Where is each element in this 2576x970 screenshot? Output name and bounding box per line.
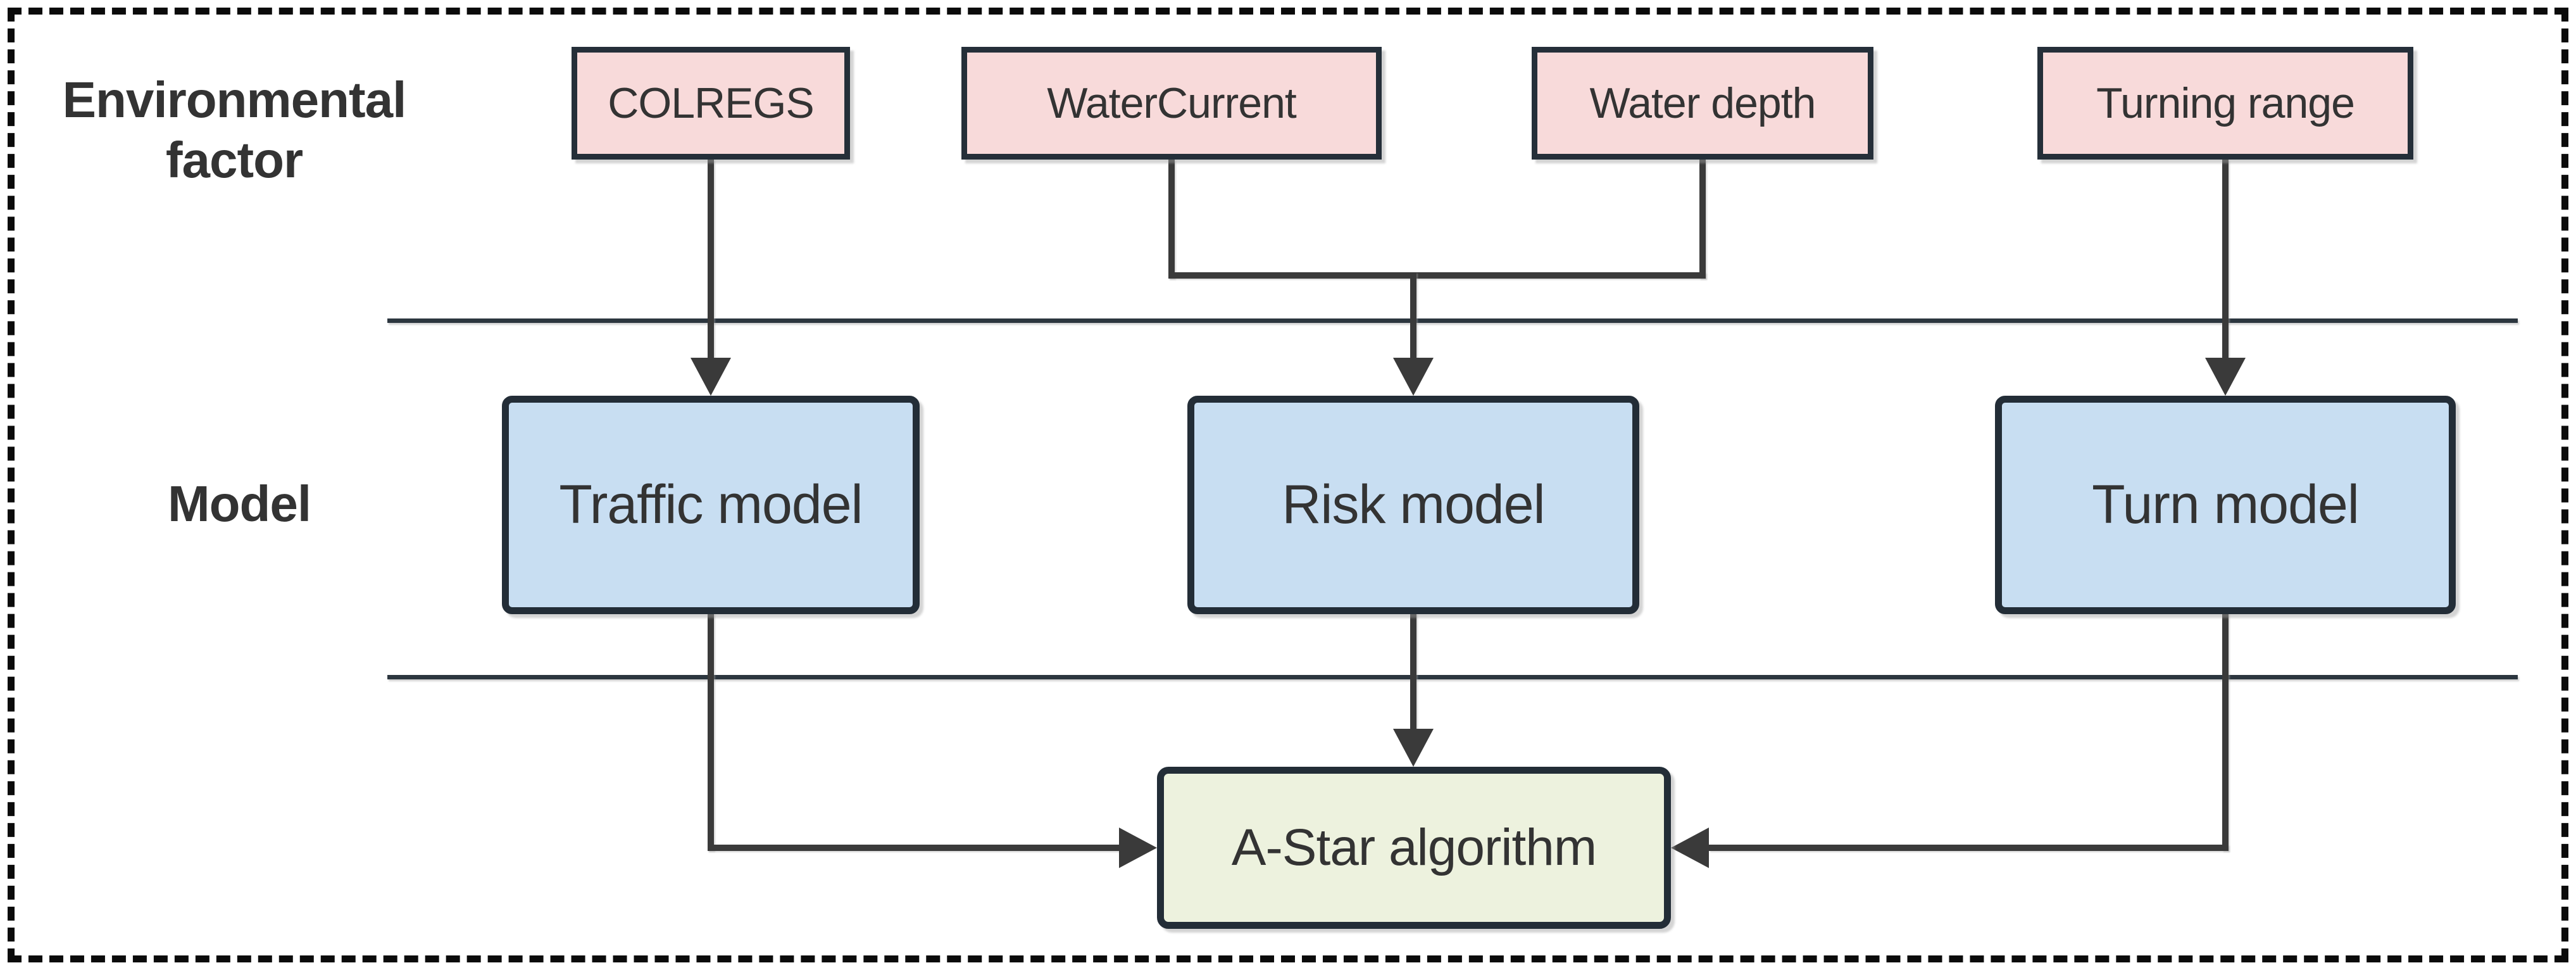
arrowhead-down-traffic-icon — [691, 358, 731, 396]
connector-join-horizontal — [1168, 272, 1706, 279]
connector-turn-drop — [2222, 613, 2229, 851]
connector-waterdepth-drop — [1699, 160, 1706, 279]
connector-join-to-risk — [1410, 272, 1416, 358]
environmental-factor-line1: Environmental — [62, 72, 407, 128]
model-box-risk: Risk model — [1187, 396, 1639, 614]
dashed-border-frame — [8, 8, 2568, 962]
connector-traffic-drop — [708, 613, 714, 851]
algorithm-box-astar: A-Star algorithm — [1157, 767, 1671, 929]
arrowhead-down-risk-icon — [1393, 358, 1434, 396]
factor-box-waterdepth: Water depth — [1532, 47, 1873, 160]
environmental-factor-line2: factor — [165, 132, 303, 188]
arrowhead-down-turn-icon — [2205, 358, 2246, 396]
model-box-turn: Turn model — [1995, 396, 2456, 614]
factor-box-colregs: COLREGS — [572, 47, 850, 160]
separator-line-top — [387, 318, 2518, 323]
connector-watercurrent-drop — [1168, 160, 1175, 279]
arrowhead-down-astar-icon — [1393, 729, 1434, 767]
connector-turningrange-to-turn — [2222, 160, 2229, 358]
factor-box-turningrange: Turning range — [2037, 47, 2413, 160]
connector-turn-horizontal — [1709, 845, 2229, 851]
row-label-environmental-factor: Environmental factor — [32, 70, 437, 190]
connector-risk-drop — [1410, 613, 1416, 729]
separator-line-bottom — [387, 675, 2518, 679]
arrowhead-right-astar-icon — [1119, 828, 1157, 868]
arrowhead-left-astar-icon — [1671, 828, 1709, 868]
connector-traffic-horizontal — [708, 845, 1119, 851]
connector-colregs-to-traffic — [708, 160, 714, 358]
row-label-model: Model — [167, 476, 311, 532]
model-box-traffic: Traffic model — [502, 396, 920, 614]
factor-box-watercurrent: WaterCurrent — [961, 47, 1382, 160]
